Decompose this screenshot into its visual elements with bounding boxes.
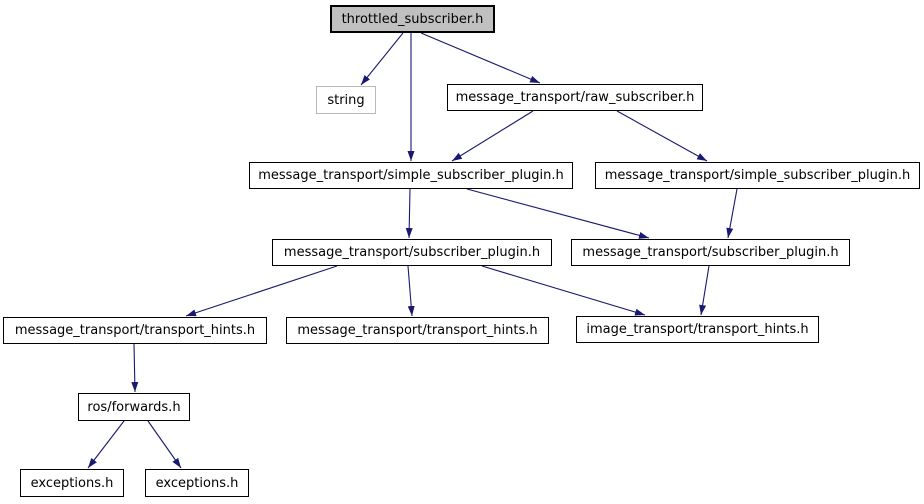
graph-node-simple-plugin-right[interactable]: message_transport/simple_subscriber_plug… [595,162,920,189]
graph-node-mt-transport-hints-mid[interactable]: message_transport/transport_hints.h [286,317,549,344]
graph-node-it-transport-hints[interactable]: image_transport/transport_hints.h [576,316,819,343]
edge-subscriber-plugin-left-to-mt-transport-hints-mid [407,265,415,317]
graph-node-mt-transport-hints-left[interactable]: message_transport/transport_hints.h [3,317,267,344]
edge-subscriber-plugin-left-to-it-transport-hints [481,265,646,316]
edge-simple-plugin-right-to-subscriber-plugin-right [726,188,738,239]
edge-raw-subscriber-to-simple-plugin-right [616,110,708,162]
graph-node-subscriber-plugin-left[interactable]: message_transport/subscriber_plugin.h [272,239,552,266]
edge-ros-forwards-to-exceptions-right [147,420,182,469]
graph-node-exceptions-right[interactable]: exceptions.h [145,469,249,497]
edge-ros-forwards-to-exceptions-left [87,420,125,469]
graph-node-exceptions-left[interactable]: exceptions.h [20,469,124,497]
edge-throttled-subscriber-to-string [360,32,404,86]
graph-node-raw-subscriber[interactable]: message_transport/raw_subscriber.h [447,84,703,111]
edge-subscriber-plugin-right-to-it-transport-hints [699,265,710,316]
graph-node-throttled-subscriber: throttled_subscriber.h [330,5,495,33]
edge-raw-subscriber-to-simple-plugin-left [451,110,534,162]
graph-node-ros-forwards[interactable]: ros/forwards.h [78,393,190,421]
graph-node-simple-plugin-left[interactable]: message_transport/simple_subscriber_plug… [249,162,573,189]
edge-subscriber-plugin-left-to-mt-transport-hints-left [185,265,338,317]
graph-node-subscriber-plugin-right[interactable]: message_transport/subscriber_plugin.h [571,239,850,266]
graph-node-string: string [316,86,376,114]
edge-simple-plugin-left-to-subscriber-plugin-left [405,188,413,239]
edge-simple-plugin-left-to-subscriber-plugin-right [466,188,650,239]
edge-throttled-subscriber-to-raw-subscriber [420,32,541,84]
edge-mt-transport-hints-left-to-ros-forwards [131,343,139,393]
